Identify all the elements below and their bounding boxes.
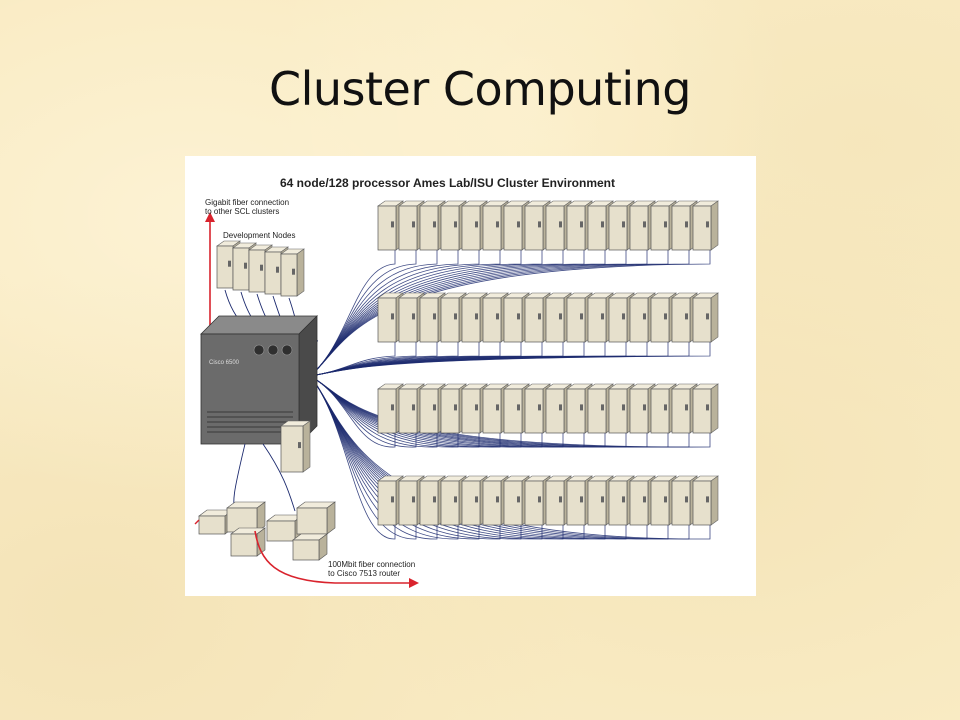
gigabit-label-line2: to other SCL clusters (205, 207, 280, 216)
development-nodes-label: Development Nodes (223, 231, 296, 240)
switch-port-1 (253, 344, 265, 356)
workstation-3 (230, 533, 258, 557)
switch-label: Cisco 6500 (209, 360, 240, 366)
router-arrow-icon (409, 578, 419, 588)
switch-top (200, 315, 318, 335)
workstation-5 (296, 507, 328, 535)
workstation-4 (266, 520, 296, 542)
cable-row2-node11 (309, 342, 606, 377)
compute-node-r3-15 (671, 383, 698, 434)
compute-node-r2-1 (377, 292, 404, 343)
compute-node-r4-16 (692, 475, 719, 526)
compute-node-r1-3 (419, 200, 446, 251)
development-node-5 (280, 248, 305, 297)
compute-node-r1-12 (608, 200, 635, 251)
gigabit-label-line1: Gigabit fiber connection (205, 198, 290, 207)
router-fiber-line (254, 530, 410, 584)
router-fiber-stub (194, 519, 200, 525)
cable-row2-node12 (309, 342, 627, 377)
switch-port-2 (267, 344, 279, 356)
gigabit-arrow-icon (205, 212, 215, 222)
cable-row2-node16 (309, 342, 711, 377)
router-label-line1: 100Mbit fiber connection (328, 560, 416, 569)
diagram-canvas: Cisco 6500 (194, 200, 719, 588)
compute-node-r3-16 (692, 383, 719, 434)
cable-row2-node9 (309, 342, 564, 377)
diagram-title: 64 node/128 processor Ames Lab/ISU Clust… (280, 176, 615, 190)
lower-cable-2 (262, 443, 296, 512)
workstation-1 (198, 515, 226, 535)
workstation-5-side (326, 501, 336, 535)
switch-port-3 (281, 344, 293, 356)
compute-node-r3-14 (650, 383, 677, 434)
compute-node-r1-6 (482, 200, 509, 251)
file-server (280, 420, 311, 473)
compute-node-r4-9 (545, 475, 572, 526)
cluster-diagram: Cisco 6500 64 node/128 processor Ames La… (185, 156, 756, 596)
compute-node-r3-12 (608, 383, 635, 434)
slide-title: Cluster Computing (269, 62, 692, 116)
router-label-line2: to Cisco 7513 router (328, 569, 401, 578)
compute-node-r2-16 (692, 292, 719, 343)
workstation-6 (292, 539, 320, 561)
cable-row2-node10 (309, 342, 585, 377)
compute-node-r1-16 (692, 200, 719, 251)
